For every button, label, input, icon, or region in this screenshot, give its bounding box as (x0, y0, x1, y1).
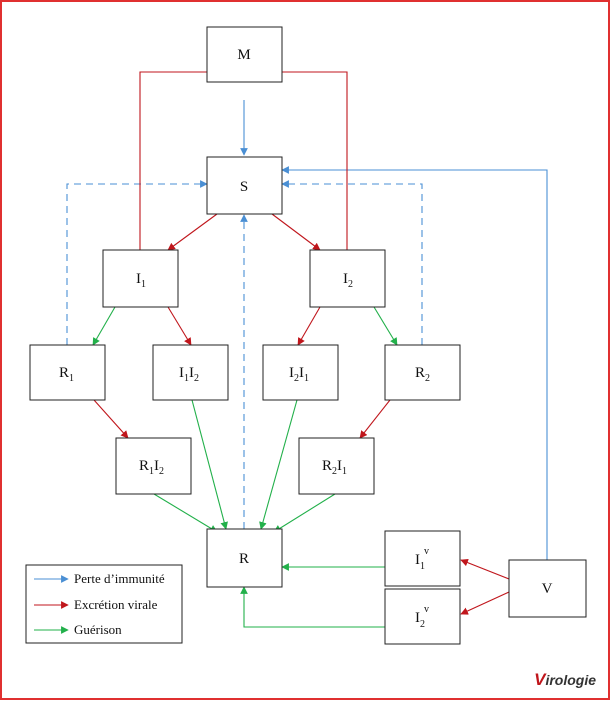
node-label-r2: R2 (415, 365, 430, 384)
arrow-v-to-s (281, 166, 548, 560)
arrow-r2-to-s (281, 180, 423, 345)
node-label-r1: R1 (59, 365, 74, 384)
box-r2i1 (298, 437, 375, 495)
box-i1i2 (152, 344, 229, 401)
arrow-s-to-i1 (167, 213, 218, 251)
arrow-i2v-to-r (240, 586, 385, 628)
arrow-m-to-i1 (136, 71, 207, 259)
node-label-s: S (240, 179, 248, 195)
arrow-i1i2-to-r (191, 399, 228, 530)
box-r (206, 528, 283, 588)
arrow-s-to-i2 (271, 213, 321, 251)
node-label-i1i2: I1I2 (179, 365, 199, 384)
arrow-v-to-i1v (460, 558, 510, 580)
legend-label-green: Guérison (74, 622, 122, 637)
virologie-logo: Virologie (534, 670, 596, 689)
box-i2v (384, 588, 461, 645)
node-label-i1v: I1v (415, 546, 429, 572)
node-label-i2i1: I2I1 (289, 365, 309, 384)
node-label-m: M (237, 47, 250, 63)
node-label-r: R (239, 551, 249, 567)
box-r2 (384, 344, 461, 401)
box-i2 (309, 249, 386, 308)
arrow-r1-to-s (66, 180, 208, 345)
arrow-i2-to-r2 (373, 306, 398, 346)
node-label-r1i2: R1I2 (139, 458, 164, 477)
arrow-m-to-i2 (282, 71, 351, 259)
node-label-i2v: I2v (415, 604, 429, 630)
arrow-r2-to-r2i1 (359, 399, 391, 439)
node-label-i2: I2 (343, 271, 353, 290)
box-r1 (29, 344, 106, 401)
box-r1i2 (115, 437, 192, 495)
arrow-r1-to-r1i2 (93, 399, 129, 439)
arrow-i2i1-to-r (259, 399, 298, 530)
node-label-i1: I1 (136, 271, 146, 290)
arrow-i1-to-r1 (92, 306, 116, 346)
box-v (508, 559, 587, 618)
box-s (206, 156, 283, 215)
legend-label-blue: Perte d’immunité (74, 571, 165, 586)
arrow-i2-to-i2i1 (297, 306, 321, 346)
box-i1v (384, 530, 461, 587)
arrow-i1-to-i1i2 (167, 306, 192, 346)
box-i2i1 (262, 344, 339, 401)
legend-label-red: Excrétion virale (74, 597, 158, 612)
arrow-v-to-i2v (460, 591, 510, 615)
box-i1 (102, 249, 179, 308)
legend: Perte d’immunité Excrétion virale Guéris… (25, 564, 183, 644)
node-label-r2i1: R2I1 (322, 458, 347, 477)
arrow-r1i2-to-r (153, 493, 218, 533)
box-m (206, 26, 283, 83)
node-label-v: V (542, 581, 553, 597)
arrow-r2i1-to-r (273, 493, 336, 533)
